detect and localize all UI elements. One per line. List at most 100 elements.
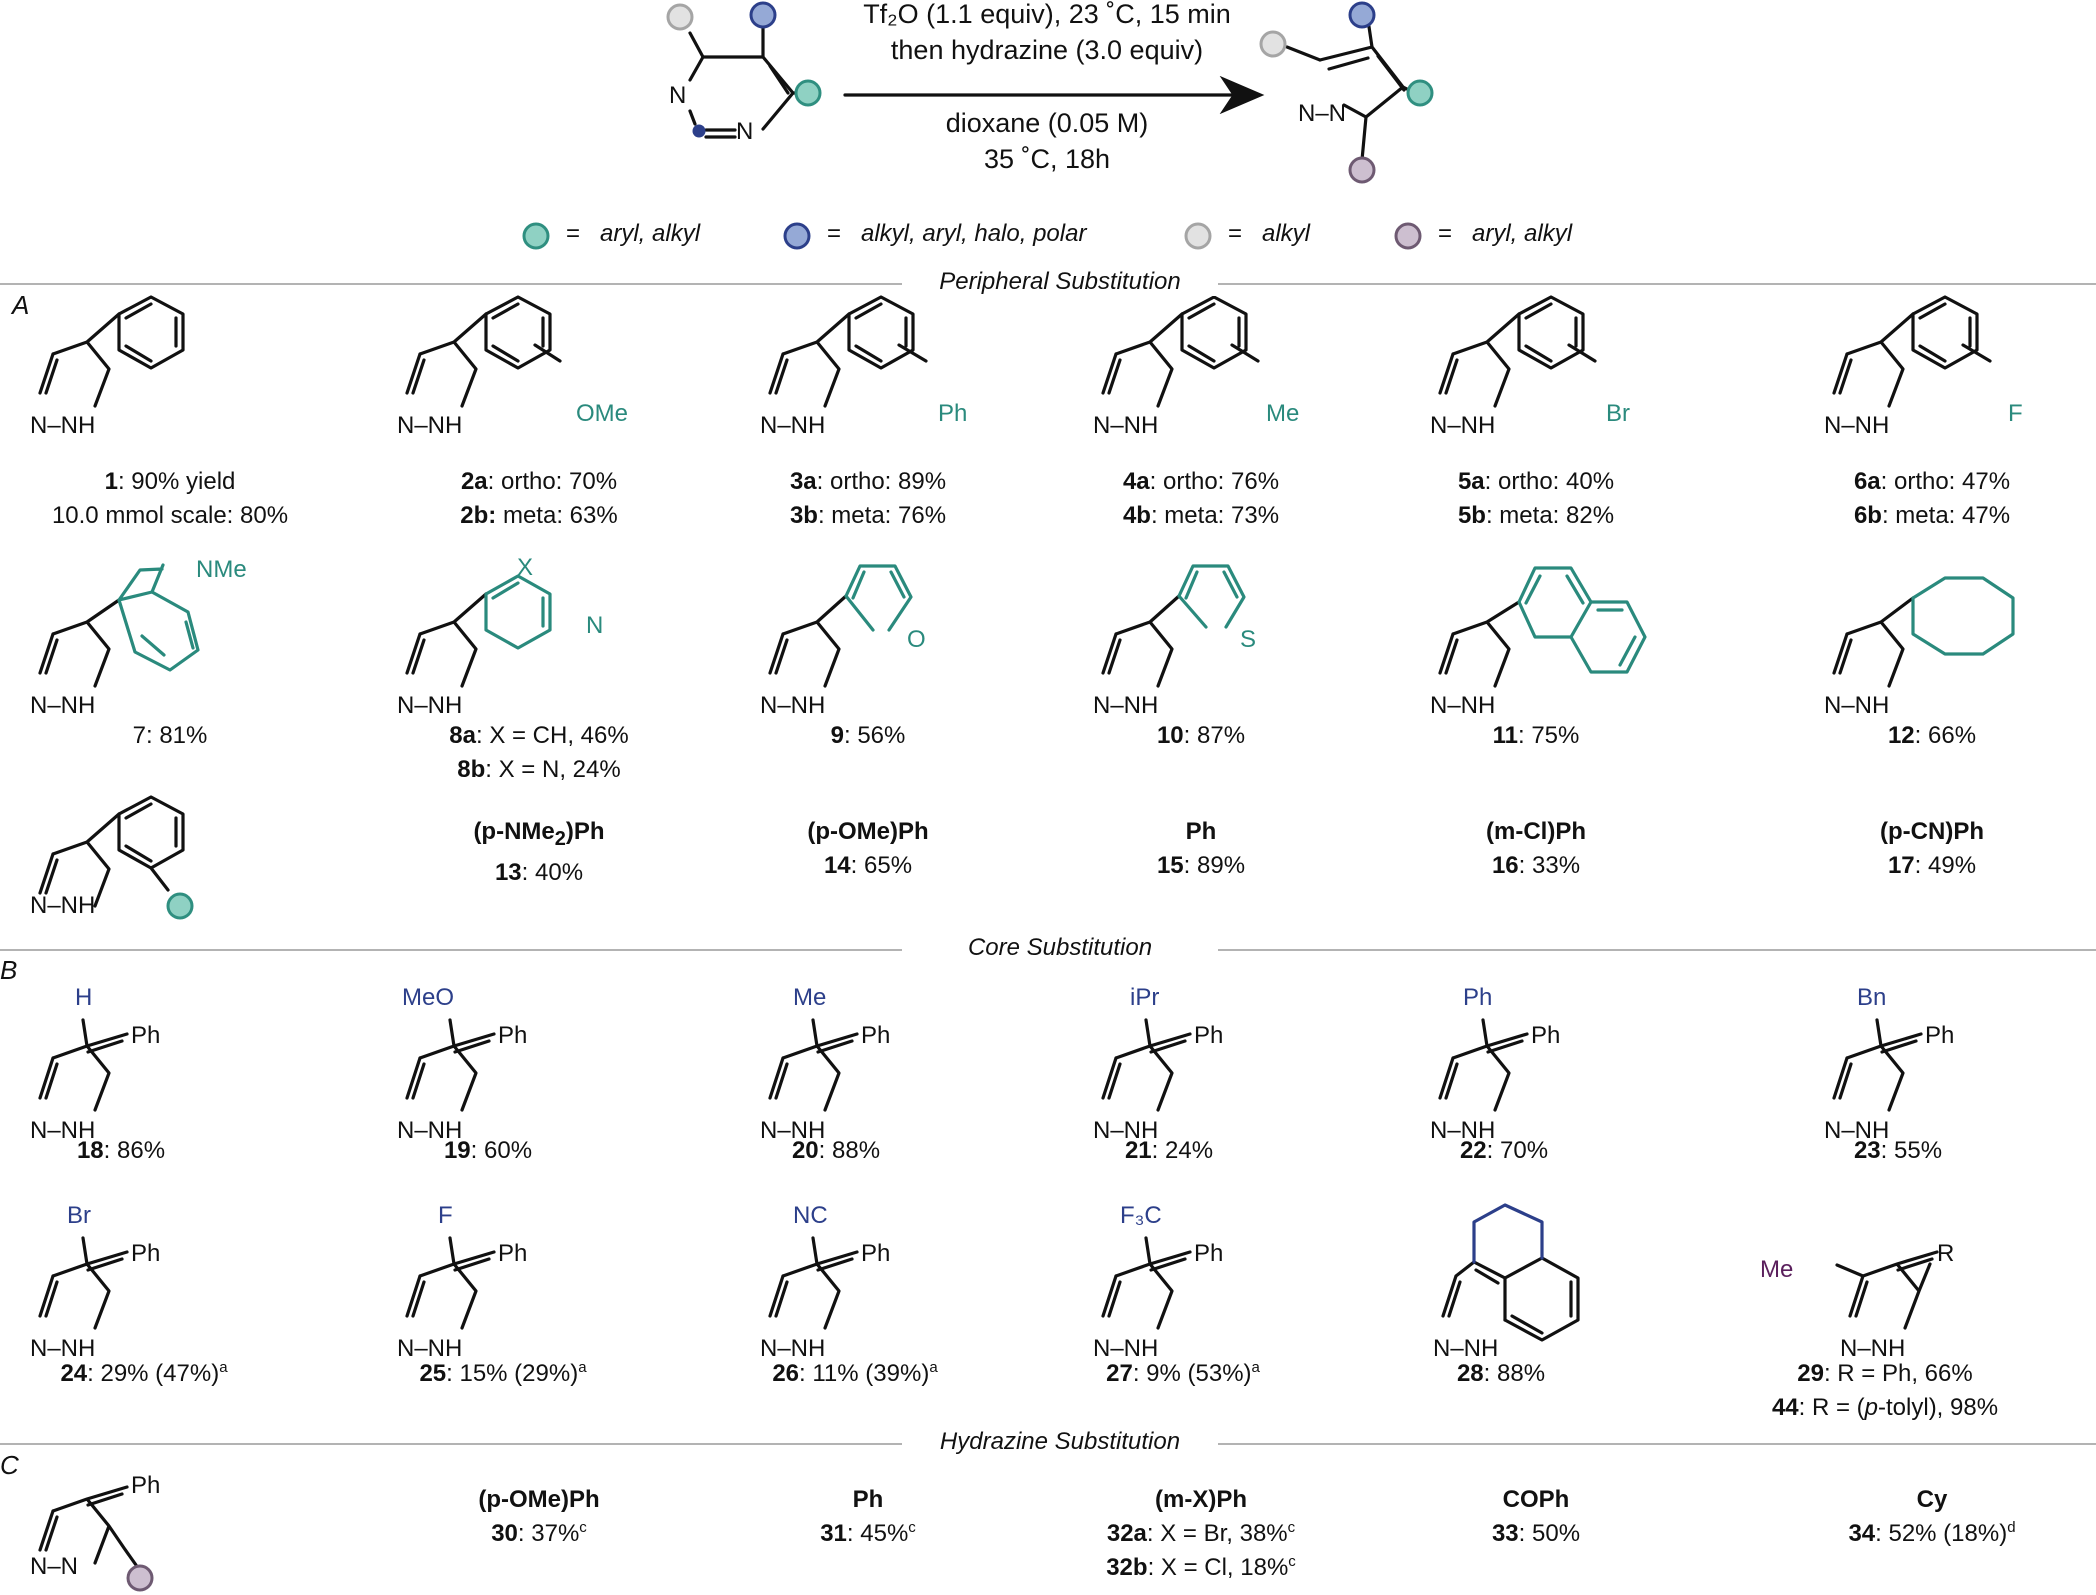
structure-8	[405, 574, 552, 688]
caption-compound-2: 2a: ortho: 70% 2b: meta: 63%	[460, 468, 618, 529]
legend-label-0: aryl, alkyl	[600, 220, 701, 247]
panel-letter-b: B	[0, 955, 18, 985]
caption-compound-13: (p-NMe2)Ph 13: 40%	[473, 818, 605, 886]
conditions-below-arrow: dioxane (0.05 M) 35 ˚C, 18h	[945, 108, 1149, 174]
atom-nh: N–NH	[760, 1117, 826, 1144]
atom-n: N	[586, 612, 604, 639]
pyrazole-product-general	[1285, 18, 1415, 162]
structure-23	[1832, 1018, 1923, 1112]
atom-meo: MeO	[402, 984, 455, 1011]
atom-nh: N–NH	[1093, 1335, 1159, 1362]
atom-ph: Ph	[1925, 1022, 1955, 1049]
section-b-title: Core Substitution	[902, 934, 1218, 962]
atom-nh: N–NH	[1824, 1117, 1890, 1144]
caption-compound-21: 21: 24%	[1124, 1137, 1214, 1164]
atom-br: Br	[67, 1202, 91, 1229]
structure-13-17-general	[38, 795, 185, 908]
atom-me: Me	[793, 984, 827, 1011]
atom-ph: Ph	[1463, 984, 1493, 1011]
atom-ph: Ph	[131, 1472, 161, 1499]
structure-28	[1441, 1203, 1580, 1342]
atom-nh: N–NH	[30, 692, 96, 719]
caption-compound-15: Ph 15: 89%	[1156, 818, 1246, 879]
caption-compound-8: 8a: X = CH, 46% 8b: X = N, 24%	[449, 722, 629, 783]
structure-27	[1101, 1236, 1192, 1330]
section-c-title: Hydrazine Substitution	[902, 1428, 1218, 1456]
conditions-above-arrow: Tf₂O (1.1 equiv), 23 ˚C, 15 min then hyd…	[863, 0, 1231, 65]
structure-4	[1101, 295, 1260, 408]
atom-nh: N–NH	[30, 1117, 96, 1144]
caption-compound-28: 28: 88%	[1456, 1360, 1546, 1387]
structure-24	[38, 1236, 129, 1330]
atom-f: F	[438, 1202, 453, 1229]
structure-11	[1438, 566, 1647, 688]
atom-nh: N–NH	[397, 692, 463, 719]
structure-25	[405, 1236, 496, 1330]
atom-ph: Ph	[1194, 1240, 1224, 1267]
caption-compound-32: (m-X)Ph 32a: X = Br, 38%c 32b: X = Cl, 1…	[1106, 1486, 1296, 1581]
legend-circle-2	[1184, 222, 1212, 250]
structure-9	[768, 564, 913, 688]
atom-ph: Ph	[498, 1022, 528, 1049]
product-gray-circle	[1259, 30, 1287, 58]
atom-nn: N–N	[30, 1553, 79, 1580]
product-purple-circle	[1348, 156, 1376, 184]
atom-ph: Ph	[1531, 1022, 1561, 1049]
structure-19	[405, 1018, 496, 1112]
atom-nh: N–NH	[30, 412, 96, 439]
atom-nh: N–NH	[760, 692, 826, 719]
legend-label-2: alkyl	[1262, 220, 1311, 247]
atom-n: N	[669, 82, 687, 109]
structure-6	[1832, 295, 1992, 408]
legend-circle-3	[1394, 222, 1422, 250]
caption-compound-5: 5a: ortho: 40% 5b: meta: 82%	[1457, 468, 1615, 529]
caption-compound-30: (p-OMe)Ph 30: 37%c	[478, 1486, 600, 1547]
structure-18	[38, 1018, 129, 1112]
atom-nh: N–NH	[1840, 1335, 1906, 1362]
caption-compound-12: 12: 66%	[1887, 722, 1977, 749]
legend-equals: =	[1228, 220, 1243, 247]
product-blue-circle	[1348, 1, 1376, 29]
triazine-starting-material	[688, 15, 810, 139]
atom-ome: OMe	[576, 400, 629, 427]
caption-compound-18: 18: 86%	[76, 1137, 166, 1164]
caption-compound-19: 19: 60%	[443, 1137, 533, 1164]
atom-s: S	[1240, 626, 1257, 653]
substituent-gray-circle	[666, 3, 694, 31]
caption-compound-3: 3a: ortho: 89% 3b: meta: 76%	[789, 468, 947, 529]
atom-nme: NMe	[196, 556, 247, 583]
atom-n: N–N	[1298, 100, 1347, 127]
atom-nh: N–NH	[1430, 412, 1496, 439]
atom-nh: N–NH	[397, 1335, 463, 1362]
atom-br: Br	[1606, 400, 1630, 427]
atom-nh: N–NH	[760, 1335, 826, 1362]
caption-compound-34: Cy 34: 52% (18%)d	[1848, 1486, 2016, 1547]
triazine-dot	[692, 124, 706, 138]
legend-circle-1	[783, 222, 811, 250]
structure-3	[768, 295, 928, 408]
caption-compound-33: COPh 33: 50%	[1491, 1486, 1581, 1547]
caption-compound-25: 25: 15% (29%)a	[419, 1359, 587, 1387]
atom-nh: N–NH	[1093, 412, 1159, 439]
atom-nh: N–NH	[1430, 692, 1496, 719]
atom-ph: Ph	[131, 1240, 161, 1267]
section-a-title: Peripheral Substitution	[902, 268, 1218, 296]
caption-compound-20: 20: 88%	[791, 1137, 881, 1164]
atom-h: H	[75, 984, 93, 1011]
atom-ipr: iPr	[1130, 984, 1160, 1011]
atom-nh: N–NH	[1430, 1117, 1496, 1144]
panel-letter-a: A	[12, 290, 30, 320]
atom-nh: N–NH	[397, 412, 463, 439]
legend-label-1: alkyl, aryl, halo, polar	[861, 220, 1087, 247]
caption-compound-11: 11: 75%	[1492, 722, 1580, 749]
legend-equals: =	[566, 220, 581, 247]
structure-30-34-general	[38, 1485, 138, 1567]
caption-compound-31: Ph 31: 45%c	[820, 1486, 916, 1547]
panel-letter-c: C	[0, 1450, 19, 1480]
legend-label-3: aryl, alkyl	[1472, 220, 1573, 247]
structure-5	[1438, 295, 1597, 408]
atom-nh: N–NH	[1093, 1117, 1159, 1144]
atom-x: X	[517, 554, 534, 581]
atom-nh: N–NH	[397, 1117, 463, 1144]
